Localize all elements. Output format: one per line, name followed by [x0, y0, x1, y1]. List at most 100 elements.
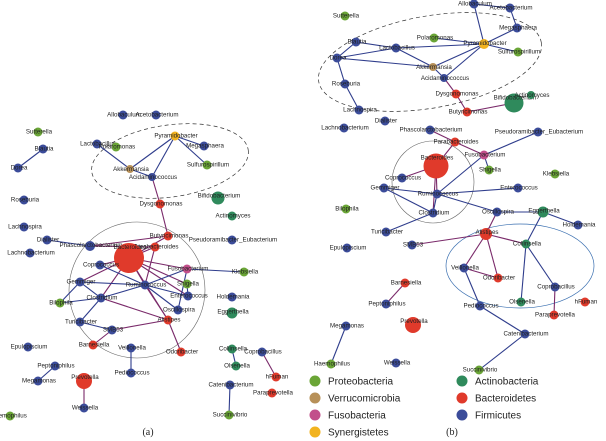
panel-b-label: (b): [446, 427, 458, 438]
network-edge: [79, 297, 102, 323]
node-label: hFuman: [575, 299, 598, 306]
network-edge: [525, 243, 556, 288]
node-label: Coprococcus: [83, 262, 119, 269]
node-label: Epulopiscium: [330, 245, 367, 252]
network-edge: [483, 43, 519, 53]
node-label: Eggerthella: [528, 208, 560, 215]
legend-item: Proteobacteria: [309, 375, 393, 388]
network-node: Prevotella: [71, 373, 99, 389]
network-edge: [100, 284, 146, 299]
legend-item: Synergistetes: [309, 426, 389, 439]
node-marker: [513, 183, 523, 193]
network-edge: [100, 297, 169, 321]
node-label: Lachnospira: [8, 224, 42, 231]
network-edge: [436, 154, 485, 195]
node-label: Bilophila: [49, 300, 73, 307]
network-node: Dialister: [37, 235, 59, 245]
node-marker: [227, 292, 237, 302]
network-edge: [336, 57, 346, 85]
node-marker: [391, 43, 401, 53]
network-node: Acidaminococcus: [129, 173, 177, 181]
node-marker: [474, 365, 484, 375]
network-node: Collinsella: [219, 344, 248, 354]
node-marker: [475, 301, 485, 311]
node-label: Collinsella: [219, 346, 248, 353]
network-node: Actinomyces: [215, 211, 251, 221]
node-marker: [199, 141, 209, 151]
node-label: aemophilus: [0, 413, 27, 420]
node-marker: [573, 220, 583, 230]
network-node: Actinomyces: [514, 91, 550, 99]
network-node: Coprococcus: [385, 173, 421, 183]
node-marker: [425, 125, 435, 135]
node-marker: [211, 191, 225, 205]
legend-item: Actinobacteria: [456, 375, 539, 388]
node-marker: [267, 388, 277, 398]
node-marker: [163, 231, 173, 241]
node-label: Klebsiella: [543, 171, 570, 178]
network-edge: [174, 135, 208, 166]
node-label: Ruminococcus: [418, 191, 459, 198]
node-label: Sutterella: [26, 129, 53, 136]
network-edge: [159, 203, 169, 237]
network-edge: [177, 268, 188, 311]
node-label: Paraprevotella: [253, 390, 293, 397]
node-label: Blautia: [348, 39, 367, 46]
network-edge: [395, 47, 434, 68]
network-node: Weissella: [384, 358, 411, 368]
network-node: Akkermansia: [416, 63, 452, 71]
network-node: Odoribacter: [166, 347, 198, 357]
node-label: SMB53: [103, 327, 124, 334]
network-node: Parabacteroides: [433, 137, 479, 147]
node-label: Pseudoramibacter_Eubacterium: [495, 129, 583, 136]
node-label: Holdemania: [216, 294, 250, 301]
network-edge: [436, 187, 519, 195]
node-label: Shigella: [177, 281, 200, 288]
node-label: Coprococcus: [385, 175, 421, 182]
network-edge: [478, 333, 526, 371]
node-marker: [429, 33, 439, 43]
network-node: Eggerthella: [528, 206, 560, 218]
network-node: Phascolarctobacterium: [400, 125, 462, 135]
node-marker: [479, 39, 489, 49]
node-marker: [397, 173, 407, 183]
node-marker: [226, 307, 238, 319]
network-node: Prevotella: [400, 317, 428, 333]
network-node: Veillonella: [118, 343, 146, 353]
network-node: Paraprevotella: [535, 310, 576, 320]
node-marker: [76, 373, 92, 389]
node-label: Butyricimonas: [449, 109, 488, 116]
node-marker: [550, 169, 560, 179]
node-label: Sutterella: [333, 13, 360, 20]
node-label: Clostridium: [87, 295, 118, 302]
node-marker: [19, 222, 29, 232]
node-marker: [50, 361, 60, 371]
network-edge: [59, 297, 102, 304]
legend-swatch: [309, 409, 321, 421]
node-marker: [231, 361, 241, 371]
network-edge: [167, 319, 182, 353]
node-marker: [342, 243, 352, 253]
network-node: Shigella: [479, 165, 502, 175]
network-edge: [144, 268, 188, 286]
node-label: Succinivibrio: [213, 412, 248, 419]
node-label: Klebsiella: [232, 269, 259, 276]
network-node: SMB53: [403, 240, 424, 250]
node-label: Dysgonomonas: [436, 91, 479, 98]
node-marker: [183, 291, 193, 301]
node-label: Holdemania: [562, 222, 596, 229]
network-edge: [174, 135, 205, 147]
node-marker: [140, 280, 150, 290]
node-marker: [42, 235, 52, 245]
network-node: Allobaculum: [458, 0, 492, 9]
node-label: Olsenella: [509, 299, 535, 306]
network-edge: [432, 43, 485, 68]
node-label: Weissella: [72, 405, 99, 412]
network-edge: [454, 141, 485, 156]
network-node: Klebsiella: [543, 169, 570, 179]
node-label: Megasphaera: [499, 25, 537, 32]
network-edge: [525, 211, 544, 245]
network-edge: [79, 321, 113, 331]
network-edge: [485, 233, 527, 245]
node-label: Prevotella: [400, 318, 428, 325]
